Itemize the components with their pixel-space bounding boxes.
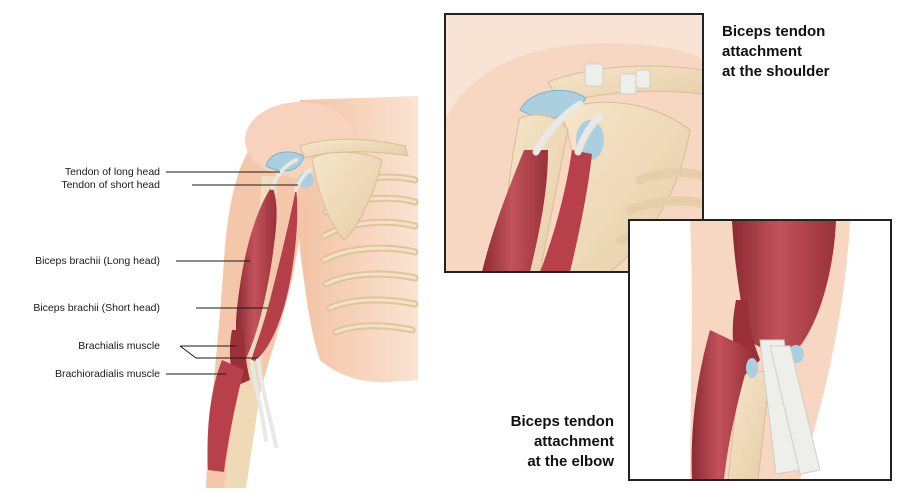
label-short-head-tendon: Tendon of short head	[61, 179, 160, 191]
shoulder-caption-line1: Biceps tendon	[722, 23, 825, 40]
arm-labels: Tendon of long head Tendon of short head…	[33, 166, 160, 380]
elbow-inset-frame	[628, 219, 892, 481]
label-long-head-tendon: Tendon of long head	[65, 166, 160, 178]
elbow-caption-line2: attachment	[534, 433, 614, 450]
shoulder-inset-frame	[444, 13, 704, 273]
clavicle	[299, 138, 409, 159]
scapula	[311, 151, 383, 241]
inset-biceps	[732, 220, 836, 352]
leader-lines	[166, 171, 298, 375]
biceps-short-head	[250, 188, 298, 364]
label-biceps-long-head: Biceps brachii (Long head)	[35, 255, 160, 267]
biceps-long-head	[236, 186, 277, 362]
arm-figure	[206, 96, 419, 489]
elbow-caption: Biceps tendon attachment at the elbow	[511, 413, 615, 470]
elbow-inset	[628, 219, 892, 481]
arm-tendons	[250, 158, 312, 448]
label-biceps-short-head: Biceps brachii (Short head)	[33, 302, 160, 314]
shoulder-caption: Biceps tendon attachment at the shoulder	[722, 23, 830, 80]
forearm-bones	[224, 380, 262, 488]
brachioradialis	[207, 360, 244, 472]
label-brachialis: Brachialis muscle	[78, 340, 160, 352]
inset-biceps-long-head	[482, 150, 548, 272]
inset-biceps-short-head	[540, 150, 592, 272]
shoulder-inset	[444, 13, 704, 273]
shoulder-caption-line2: attachment	[722, 43, 802, 60]
label-brachioradialis: Brachioradialis muscle	[55, 368, 160, 380]
shoulder-caption-line3: at the shoulder	[722, 63, 830, 80]
elbow-caption-line1: Biceps tendon	[511, 413, 614, 430]
inset-brachioradialis	[691, 330, 752, 480]
elbow-caption-line3: at the elbow	[527, 453, 614, 470]
